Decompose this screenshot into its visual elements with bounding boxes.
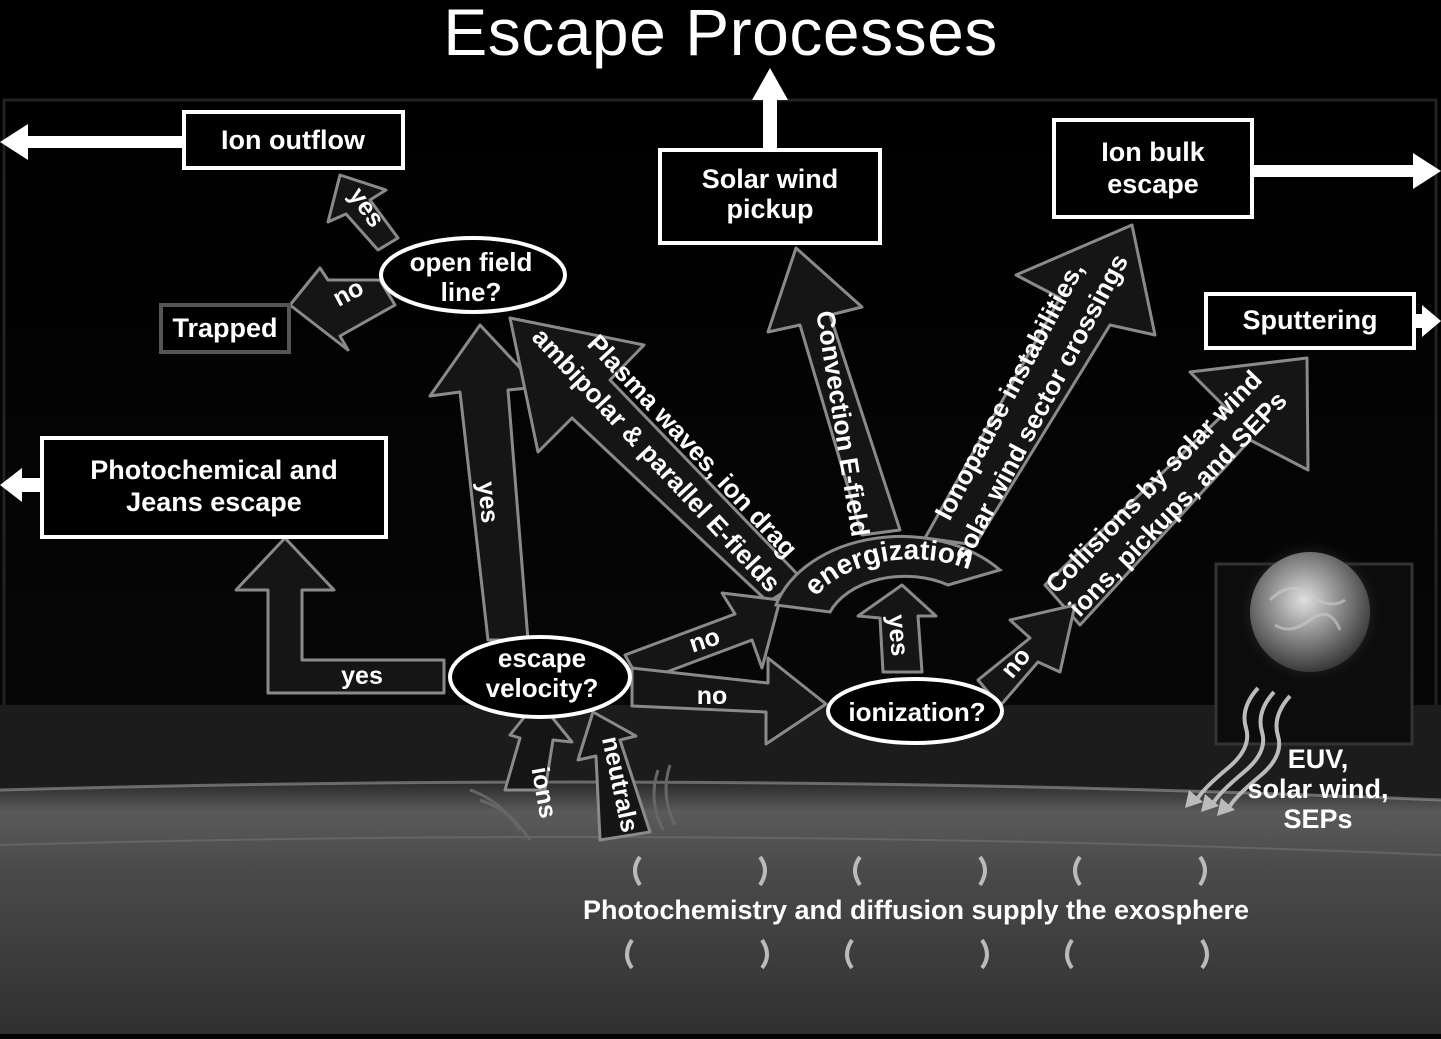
euv-wave-2: [1212, 690, 1276, 804]
ions-trail-2: [479, 798, 532, 841]
exit-arrows: [0, 68, 1441, 502]
open-field-label-2: line?: [441, 277, 502, 307]
arrow-plasma-waves: [508, 316, 805, 604]
circ-down-2: [760, 938, 769, 970]
decision-escape-velocity: [448, 635, 632, 719]
euv-arrowheads: [1185, 790, 1235, 816]
neutrals-trail: [652, 769, 665, 831]
energization-arc: [773, 534, 1004, 614]
box-photochemical: [40, 436, 388, 539]
ion-outflow-exit-arrowhead: [0, 124, 28, 160]
circ-down-5: [1065, 938, 1074, 970]
planet-surface: [0, 782, 1441, 1034]
sun-icon: [1250, 552, 1370, 672]
photochemical-label-2: Jeans escape: [126, 487, 302, 517]
yes-open-label: yes: [472, 480, 504, 524]
box-sputtering: [1204, 292, 1416, 350]
solar-wind-pickup-label-1: Solar wind: [702, 164, 839, 194]
arrow-yes-outflow: [326, 173, 400, 252]
solar-wind-exit-arrowhead: [752, 68, 788, 100]
circ-up-6: [1198, 855, 1207, 887]
planet-limb-inner: [0, 836, 1441, 856]
euv-wave-3: [1228, 694, 1292, 808]
sun-label-3: SEPs: [1283, 804, 1352, 834]
ion-bulk-label-1: Ion bulk: [1101, 137, 1205, 167]
ionization-label: ionization?: [848, 697, 985, 727]
decision-open-field-line: [379, 236, 567, 314]
ion-bulk-exit-arrowhead: [1413, 153, 1441, 189]
arrow-collisions: [1043, 356, 1310, 627]
neutrals-trail-2: [664, 764, 677, 826]
arrow-neutrals: [576, 710, 652, 842]
circ-up-2: [758, 855, 767, 887]
ion-outflow-exit-line: [22, 136, 184, 148]
arrow-convection: [766, 246, 902, 537]
arrow-no-collisions: [976, 603, 1077, 708]
escape-velocity-label-1: escape: [498, 643, 586, 673]
circ-up-5: [1073, 855, 1082, 887]
ion-bulk-label-2: escape: [1107, 169, 1199, 199]
circ-down-3: [845, 938, 854, 970]
arrow-yes-open-field: [428, 323, 540, 642]
sun-surface-detail: [1268, 587, 1346, 631]
photochemical-exit-line: [18, 478, 42, 492]
page-title: Escape Processes: [443, 0, 998, 69]
arrow-yes-photochemical: [234, 536, 446, 695]
sputtering-exit-arrowhead: [1422, 305, 1441, 337]
circ-up-4: [978, 855, 987, 887]
circulation-arrows: [625, 855, 1209, 970]
box-ion-outflow: [182, 110, 405, 170]
arrow-no-ionization: [630, 656, 828, 746]
ion-bulk-exit-line: [1252, 165, 1420, 177]
footer-caption: Photochemistry and diffusion supply the …: [583, 895, 1249, 925]
escape-velocity-label-2: velocity?: [486, 673, 599, 703]
arrow-yes-energization: [856, 583, 938, 674]
circ-up-3: [853, 855, 862, 887]
decision-ionization: [826, 677, 1004, 745]
photochemical-label-1: Photochemical and: [90, 455, 338, 485]
solar-wind-pickup-label-2: pickup: [726, 194, 813, 224]
no-ionization-label: no: [697, 682, 728, 710]
open-field-label-1: open field: [410, 247, 533, 277]
circ-down-6: [1200, 938, 1209, 970]
euv-wave-arrows: [1196, 686, 1292, 808]
sputtering-label: Sputtering: [1243, 305, 1378, 335]
box-solar-wind-pickup: [658, 148, 882, 245]
ion-outflow-label: Ion outflow: [221, 125, 366, 155]
circ-down-1: [625, 938, 634, 970]
arrow-no-trapped: [288, 266, 397, 352]
yes-photochemical-label: yes: [341, 662, 383, 690]
yes-ionization-label: yes: [882, 613, 914, 657]
sun-label-1: EUV,: [1288, 744, 1349, 774]
circ-up-1: [633, 855, 642, 887]
planet-limb: [0, 780, 1441, 802]
particle-trails: [469, 764, 677, 841]
box-trapped: [159, 303, 291, 354]
arrow-ions: [503, 698, 574, 792]
arrow-ionopause: [923, 223, 1157, 547]
box-ion-bulk-escape: [1052, 118, 1254, 219]
euv-wave-1: [1196, 686, 1260, 800]
trapped-label: Trapped: [172, 313, 277, 343]
circ-down-4: [980, 938, 989, 970]
photochemical-exit-arrowhead: [0, 468, 22, 502]
solar-wind-exit-line: [763, 92, 777, 150]
sun-label-2: solar wind,: [1247, 774, 1388, 804]
